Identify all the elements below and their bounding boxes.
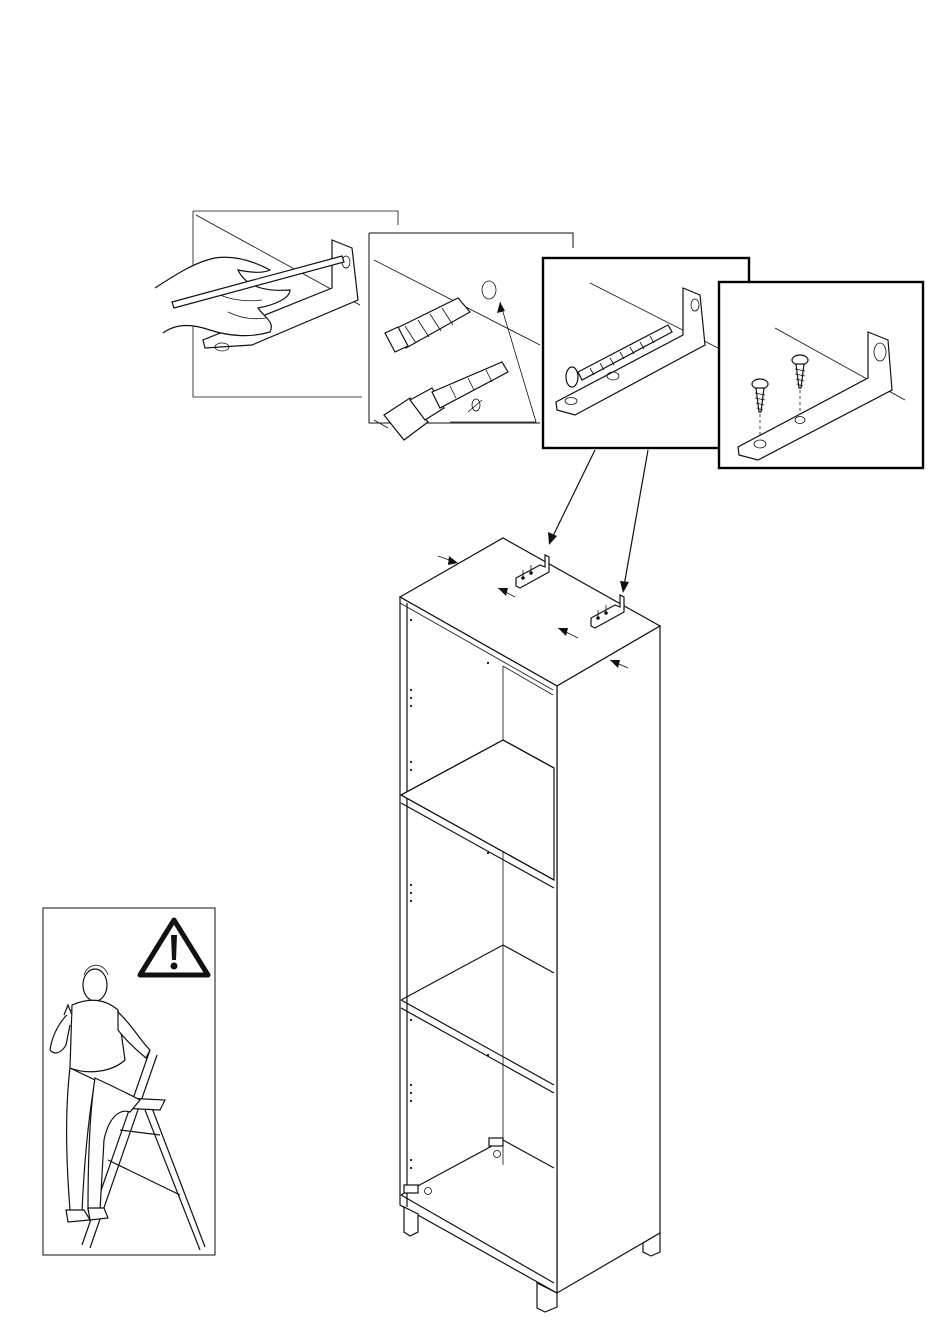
cam-connector: [489, 1138, 503, 1146]
cabinet-side: [557, 626, 660, 1293]
step-4-panel: [719, 282, 923, 468]
cabinet-front-opening: [400, 597, 557, 1293]
tall-cabinet: [400, 538, 660, 1312]
step-1-panel: [155, 211, 398, 397]
safety-warning-panel: [43, 908, 215, 1255]
cam-connector: [404, 1185, 418, 1193]
drill-hole-marker: [482, 281, 496, 299]
